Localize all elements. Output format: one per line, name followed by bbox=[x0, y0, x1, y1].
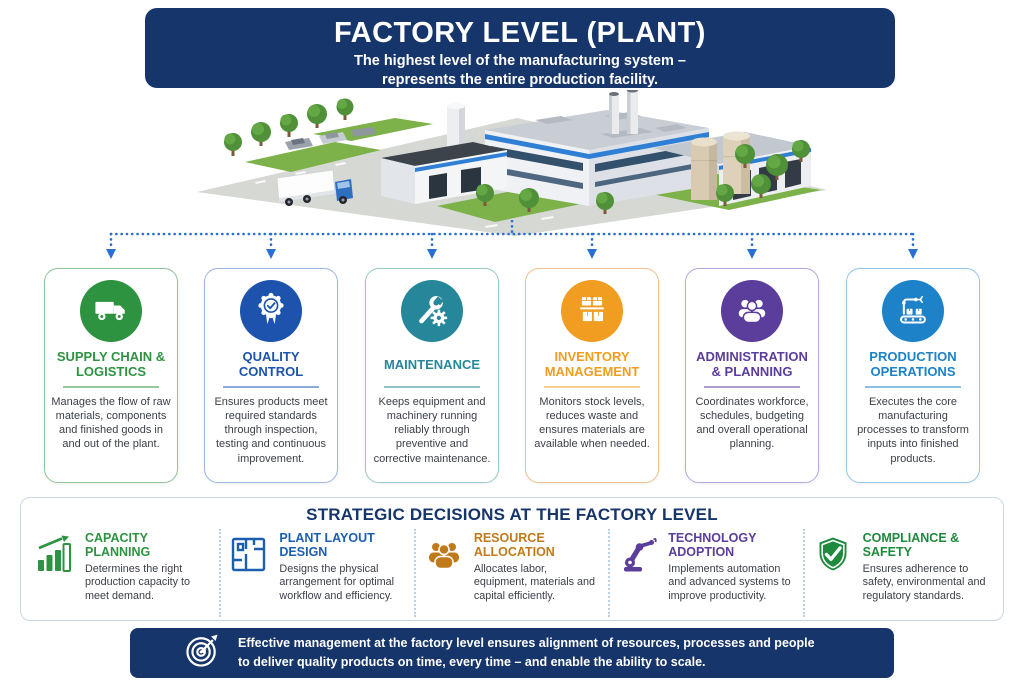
card-title: MAINTENANCE bbox=[383, 356, 481, 372]
robot-arm-icon bbox=[618, 535, 660, 580]
chimney-stacks bbox=[601, 90, 653, 138]
trees bbox=[224, 98, 810, 214]
strategic-item-title: CAPACITY PLANNING bbox=[85, 531, 151, 559]
footer-banner: Effective management at the factory leve… bbox=[130, 628, 894, 678]
strategic-item-title: TECHNOLOGY ADOPTION bbox=[668, 531, 757, 559]
card-description: Keeps equipment and machinery running re… bbox=[373, 395, 491, 465]
wrench-gear-icon bbox=[401, 280, 463, 342]
card-description: Coordinates workforce, schedules, budget… bbox=[695, 395, 809, 451]
card-quality-control: QUALITY CONTROL Ensures products meet re… bbox=[204, 268, 338, 483]
card-maintenance: MAINTENANCE Keeps equipment and machiner… bbox=[365, 268, 499, 483]
card-production-operations: PRODUCTION OPERATIONS Executes the core … bbox=[846, 268, 980, 483]
strategic-item-description: Ensures adherence to safety, environment… bbox=[862, 562, 986, 603]
strategic-item-resource-allocation: RESOURCE ALLOCATION Allocates labor, equ… bbox=[413, 529, 608, 617]
shield-check-icon bbox=[813, 535, 855, 580]
people-group-icon bbox=[424, 535, 466, 580]
header-banner: FACTORY LEVEL (PLANT) The highest level … bbox=[145, 8, 895, 88]
card-supply-chain-logistics: SUPPLY CHAIN & LOGISTICS Manages the flo… bbox=[44, 268, 178, 483]
card-administration-planning: ADMINISTRATION & PLANNING Coordinates wo… bbox=[685, 268, 819, 483]
divider bbox=[544, 386, 640, 388]
divider bbox=[384, 386, 480, 388]
strategic-item-description: Implements automation and advanced syste… bbox=[668, 562, 791, 603]
target-dart-icon bbox=[182, 631, 222, 676]
factory-illustration bbox=[197, 90, 827, 236]
card-title: ADMINISTRATION & PLANNING bbox=[696, 349, 808, 379]
strategic-item-technology-adoption: TECHNOLOGY ADOPTION Implements automatio… bbox=[608, 529, 802, 617]
strategic-item-compliance-safety: COMPLIANCE & SAFETY Ensures adherence to… bbox=[802, 529, 997, 617]
inventory-boxes-icon bbox=[561, 280, 623, 342]
card-inventory-management: INVENTORY MANAGEMENT Monitors stock leve… bbox=[525, 268, 659, 483]
robot-conveyor-icon bbox=[882, 280, 944, 342]
people-icon bbox=[721, 280, 783, 342]
divider bbox=[865, 386, 961, 388]
main-building bbox=[485, 110, 709, 206]
strategic-item-title: RESOURCE ALLOCATION bbox=[473, 531, 555, 559]
page-title: FACTORY LEVEL (PLANT) bbox=[334, 17, 706, 49]
strategic-item-plant-layout-design: PLANT LAYOUT DESIGN Designs the physical… bbox=[219, 529, 413, 617]
divider bbox=[223, 386, 319, 388]
footer-text: Effective management at the factory leve… bbox=[238, 636, 815, 669]
strategic-title: STRATEGIC DECISIONS AT THE FACTORY LEVEL bbox=[306, 505, 718, 524]
quality-badge-icon bbox=[240, 280, 302, 342]
strategic-item-capacity-planning: CAPACITY PLANNING Determines the right p… bbox=[27, 529, 219, 617]
strategic-item-title: PLANT LAYOUT DESIGN bbox=[279, 531, 375, 559]
strategic-item-description: Determines the right production capacity… bbox=[85, 562, 191, 603]
arrowhead-icons bbox=[106, 249, 918, 259]
truck-icon bbox=[80, 280, 142, 342]
card-description: Ensures products meet required standards… bbox=[214, 395, 328, 465]
page-subtitle: The highest level of the manufacturing s… bbox=[354, 53, 686, 89]
strategic-decisions-panel: STRATEGIC DECISIONS AT THE FACTORY LEVEL bbox=[20, 497, 1004, 621]
divider bbox=[704, 386, 800, 388]
card-description: Manages the flow of raw materials, compo… bbox=[51, 395, 171, 451]
strategic-items-row: CAPACITY PLANNING Determines the right p… bbox=[21, 529, 1003, 617]
divider bbox=[63, 386, 159, 388]
card-title: SUPPLY CHAIN & LOGISTICS bbox=[56, 349, 166, 379]
card-title: INVENTORY MANAGEMENT bbox=[544, 349, 640, 379]
strategic-item-description: Allocates labor, equipment, materials an… bbox=[473, 562, 596, 603]
delivery-truck bbox=[276, 169, 353, 206]
floor-plan-icon bbox=[229, 535, 271, 580]
strategic-item-title: COMPLIANCE & SAFETY bbox=[862, 531, 960, 559]
parked-cars bbox=[285, 127, 376, 150]
strategic-item-description: Designs the physical arrangement for opt… bbox=[279, 562, 395, 603]
card-description: Monitors stock levels, reduces waste and… bbox=[534, 395, 650, 451]
card-title: PRODUCTION OPERATIONS bbox=[869, 349, 957, 379]
connector-arrows bbox=[106, 220, 918, 259]
card-title: QUALITY CONTROL bbox=[238, 349, 304, 379]
growth-chart-icon bbox=[35, 535, 77, 580]
card-description: Executes the core manufacturing processe… bbox=[857, 395, 969, 465]
